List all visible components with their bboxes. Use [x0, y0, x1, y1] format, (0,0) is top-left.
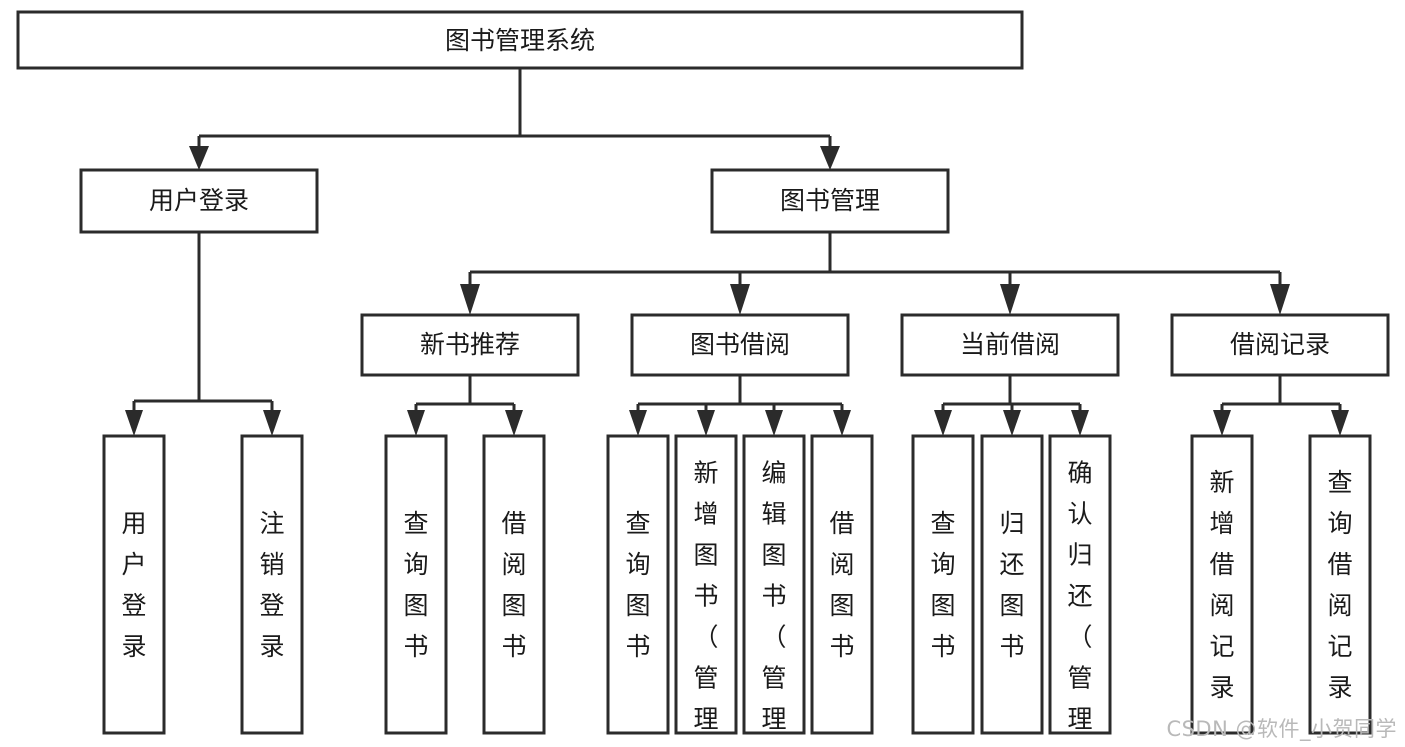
arrowhead-bb-leaf3 [765, 410, 783, 436]
arrowhead-bb-leaf4 [833, 410, 851, 436]
new-book-recommend-label: 新书推荐 [420, 330, 520, 359]
leaf-box [1190, 434, 1254, 735]
current-borrow-box [900, 313, 1120, 377]
leaf-node[interactable]: 查询借阅记录 [1308, 434, 1372, 735]
arrowhead-book-mgmt [820, 146, 840, 170]
user-login-label: 用户登录 [149, 186, 249, 215]
user-login-box [79, 168, 319, 234]
node-book-management[interactable]: 图书管理 [710, 168, 950, 234]
leaf-box [240, 434, 304, 735]
arrowhead-new-book-rec [460, 284, 480, 315]
leaf-node[interactable]: 查询图书 [384, 434, 448, 735]
leaf-box [102, 434, 166, 735]
arrowhead-cb-leaf3 [1071, 410, 1089, 436]
leaf-box [742, 434, 806, 735]
leaf-label: 查询借阅记录 [1327, 468, 1352, 702]
leaf-nodes-layer: 用户登录 注销登录 查询图书 借阅图书 查询图书 新增图书（管理员） 编辑图书（管理员） 借阅… [102, 434, 1372, 747]
leaf-box [810, 434, 874, 735]
arrowhead-book-borrow [730, 284, 750, 315]
leaf-box [674, 434, 738, 735]
arrowhead-borrow-record [1270, 284, 1290, 315]
node-root-system[interactable]: 图书管理系统 [16, 10, 1024, 70]
book-borrow-label: 图书借阅 [690, 330, 790, 359]
leaf-label: 确认归还（管理员） [1067, 459, 1092, 747]
arrowhead-br-leaf2 [1331, 410, 1349, 436]
leaf-box [1048, 434, 1112, 735]
leaf-box [911, 434, 975, 735]
borrow-record-box [1170, 313, 1390, 377]
node-new-book-recommend[interactable]: 新书推荐 [360, 313, 580, 377]
arrowhead-nbr-leaf2 [505, 410, 523, 436]
current-borrow-label: 当前借阅 [960, 330, 1060, 359]
leaf-label: 归还图书 [999, 509, 1024, 661]
leaf-box [606, 434, 670, 735]
leaf-label: 查询图书 [625, 509, 650, 661]
book-borrow-box [630, 313, 850, 377]
book-management-box [710, 168, 950, 234]
arrowhead-nbr-leaf1 [407, 410, 425, 436]
leaf-node[interactable]: 借阅图书 [810, 434, 874, 735]
node-user-login[interactable]: 用户登录 [79, 168, 319, 234]
arrowhead-current-borrow [1000, 284, 1020, 315]
leaf-node[interactable]: 用户登录 [102, 434, 166, 735]
leaf-box [1308, 434, 1372, 735]
leaf-node[interactable]: 新增图书（管理员） [674, 434, 738, 747]
node-borrow-record[interactable]: 借阅记录 [1170, 313, 1390, 377]
leaf-label: 查询图书 [403, 509, 428, 661]
leaf-label: 新增图书（管理员） [693, 459, 718, 747]
arrowhead-user-login [189, 146, 209, 170]
leaf-box [980, 434, 1044, 735]
arrowhead-bb-leaf1 [629, 410, 647, 436]
arrowhead-leaf-logout [263, 410, 281, 436]
leaf-label: 借阅图书 [829, 509, 854, 661]
leaf-node[interactable]: 查询图书 [911, 434, 975, 735]
borrow-record-label: 借阅记录 [1230, 330, 1330, 359]
leaf-node[interactable]: 确认归还（管理员） [1048, 434, 1112, 747]
arrowhead-bb-leaf2 [697, 410, 715, 436]
node-current-borrow[interactable]: 当前借阅 [900, 313, 1120, 377]
leaf-node[interactable]: 归还图书 [980, 434, 1044, 735]
leaf-node[interactable]: 借阅图书 [482, 434, 546, 735]
arrowhead-leaf-user-login [125, 410, 143, 436]
arrowhead-cb-leaf2 [1003, 410, 1021, 436]
new-book-recommend-box [360, 313, 580, 377]
edges-layer [125, 68, 1349, 436]
leaf-box [384, 434, 448, 735]
arrowhead-br-leaf1 [1213, 410, 1231, 436]
book-management-label: 图书管理 [780, 186, 880, 215]
leaf-node[interactable]: 编辑图书（管理员） [742, 434, 806, 747]
leaf-node[interactable]: 查询图书 [606, 434, 670, 735]
leaf-label: 编辑图书（管理员） [761, 459, 786, 747]
root-box [16, 10, 1024, 70]
leaf-node[interactable]: 新增借阅记录 [1190, 434, 1254, 735]
leaf-box [482, 434, 546, 735]
leaf-label: 查询图书 [930, 509, 955, 661]
leaf-label: 借阅图书 [501, 509, 526, 661]
leaf-label: 用户登录 [121, 509, 146, 661]
leaf-node[interactable]: 注销登录 [240, 434, 304, 735]
leaf-label: 新增借阅记录 [1209, 468, 1234, 702]
arrowhead-cb-leaf1 [934, 410, 952, 436]
root-label: 图书管理系统 [445, 26, 595, 55]
node-book-borrow[interactable]: 图书借阅 [630, 313, 850, 377]
leaf-label: 注销登录 [259, 509, 284, 661]
